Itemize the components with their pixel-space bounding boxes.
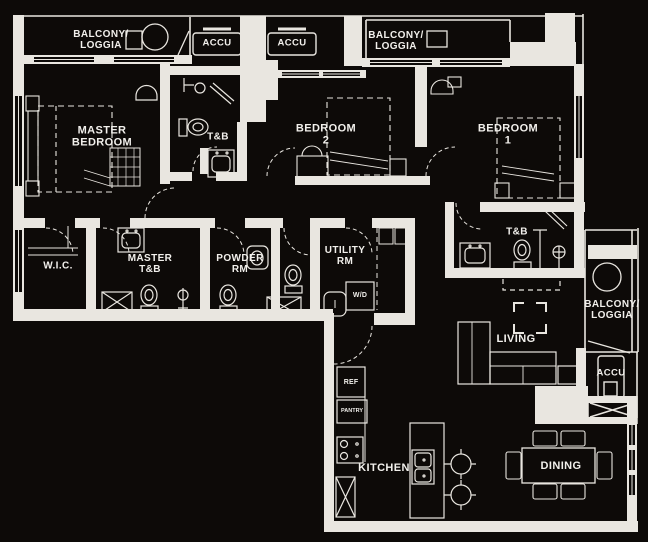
sofa [457,321,579,385]
label-master-tb: MASTER T&B [127,252,173,275]
toilet-icon [284,264,303,294]
label-accu-3: ACCU [596,367,626,379]
shaft-x-icon [101,291,133,313]
ref-box [336,366,366,398]
shower-glass [209,82,235,105]
living-furniture [457,274,579,385]
shower-icon [552,245,566,270]
sink-icon [117,227,145,253]
sink-icon [459,242,491,269]
chair-icon [301,145,323,157]
utility-fixtures [323,227,410,317]
master-bed [25,95,113,197]
label-living: LIVING [496,332,536,345]
console [502,274,561,291]
label-utility-rm: UTILITY RM [324,244,366,267]
laundry-tub-icon [323,291,347,317]
label-pantry: PANTRY [341,407,363,414]
sink-icon [411,449,435,485]
bed-1 [430,76,578,199]
shared-tb-fixtures [178,78,235,178]
tb1-fixtures [459,207,568,270]
bar-stool-icon [444,449,476,479]
balcony-table-icon [592,262,622,292]
chair-icon [430,79,454,95]
windows [15,57,635,495]
stove-icon [336,436,364,464]
accu-box [597,355,625,399]
toilet-icon [219,284,238,315]
master-dresser [109,147,141,187]
shaft-x-icon [266,296,302,317]
accu-box [192,27,242,56]
toilet-icon [140,284,159,315]
balcony-fixtures [125,23,631,354]
dining-chairs [505,430,613,500]
label-wic: W.I.C. [43,260,73,272]
bar-stool-icon [444,480,476,510]
pantry-box [336,399,368,424]
shaft-x-icon [587,396,638,424]
label-balcony-loggia-top-right: BALCONY/ LOGGIA [368,29,424,52]
coffee-table [513,302,547,334]
master-tb-fixtures [117,227,189,315]
door-swings [45,146,483,365]
sink-icon [207,149,235,178]
label-bedroom-2: BEDROOM 2 [295,122,357,147]
dining-set [505,430,613,500]
label-kitchen: KITCHEN [358,461,410,474]
boundary-lines [24,14,639,418]
entry-door-swing [333,325,373,365]
label-accu-2: ACCU [277,37,307,49]
label-tb-shared: T&B [207,131,229,143]
label-wd: W/D [352,292,368,300]
toilet-icon [513,239,532,270]
balcony-door-leaf [177,30,190,56]
label-bedroom-1: BEDROOM 1 [477,122,539,147]
label-master-bedroom: MASTER BEDROOM [71,124,133,149]
label-accu-1: ACCU [202,37,232,49]
kitchen-island [409,422,445,519]
sink-icon [246,245,269,270]
walls [13,13,638,532]
shaft-x-icon [335,476,356,518]
label-tb-bedroom-1: T&B [506,226,528,238]
label-dining: DINING [540,459,582,472]
bed-2 [296,97,407,178]
wic-closet [28,226,78,256]
mid-tb-fixtures [284,264,303,294]
label-balcony-loggia-top-left: BALCONY/ LOGGIA [73,28,129,51]
shower-icon [177,288,189,312]
shower-icon [183,78,206,94]
label-ref: REF [343,379,359,387]
master-chair [135,84,158,101]
shower-glass [544,207,568,230]
accu-boxes [192,27,625,399]
label-balcony-loggia-right: BALCONY/ LOGGIA [584,298,640,321]
label-powder-rm: POWDER RM [216,252,264,275]
kitchen-fixtures [336,366,476,519]
accu-box [267,27,317,56]
toilet-icon [178,118,209,137]
shaft-x-icons [101,291,638,518]
dining-table [521,447,596,484]
powder-fixtures [219,245,269,315]
balcony-table-icon [141,23,169,51]
